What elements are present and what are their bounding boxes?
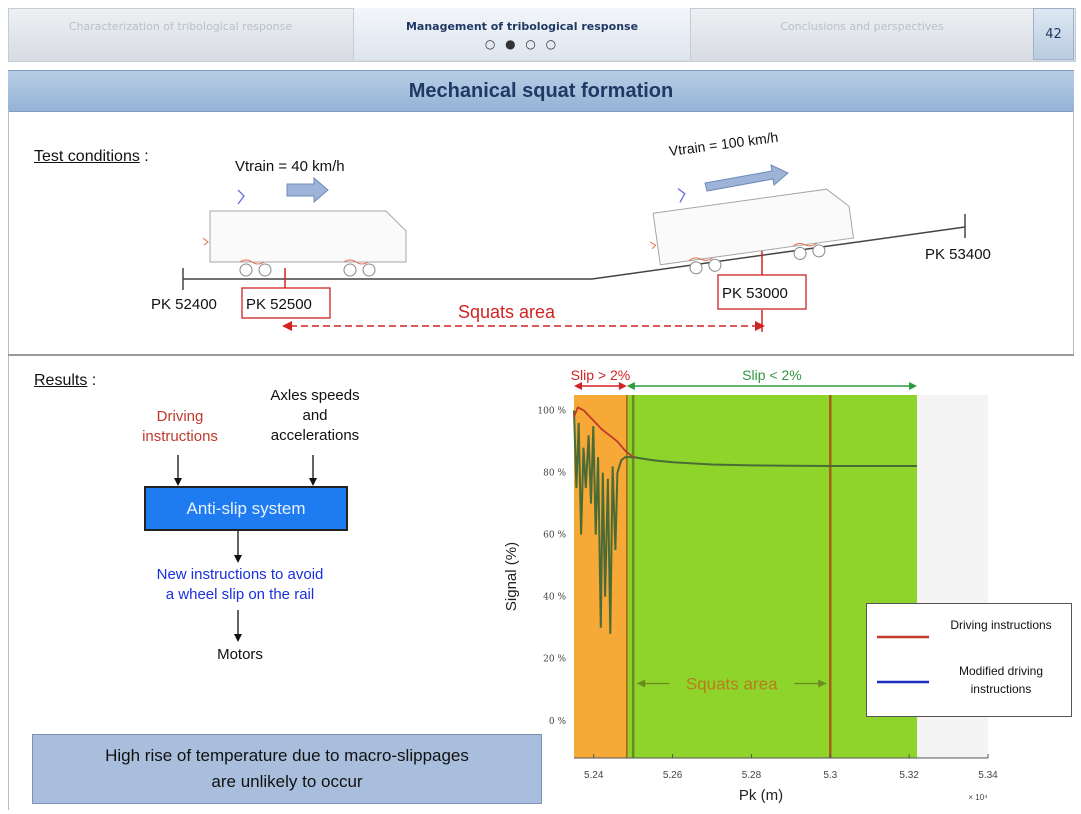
y-tick-label-5: 0 % [549, 717, 567, 727]
x-tick-label-0: 5.24 [584, 770, 604, 781]
legend-modified-label: Modified driving instructions [958, 664, 1044, 696]
pk52400-label: PK 52400 [151, 296, 217, 313]
section-divider [8, 354, 1074, 356]
x-tick-label-4: 5.32 [899, 770, 919, 781]
left-border [8, 110, 9, 810]
anti-slip-system-box: Anti-slip system [144, 486, 348, 531]
y-tick-label-4: 20 % [543, 655, 566, 665]
right-border [1073, 110, 1074, 355]
pk53000-label: PK 53000 [722, 285, 788, 302]
flow-arrows [174, 455, 317, 642]
speed-arrow-2 [704, 164, 789, 192]
squats-area-label: Squats area [458, 302, 556, 322]
squats-arrow-right [755, 321, 765, 331]
pk53400-label: PK 53400 [925, 246, 991, 263]
slip-low-label: Slip < 2% [742, 367, 802, 383]
squats-chart-label: Squats area [686, 675, 778, 694]
tab-management[interactable]: Management of tribological response ○ ● … [353, 8, 691, 60]
y-tick-label-3: 40 % [543, 593, 566, 603]
tab-characterization[interactable]: Characterization of tribological respons… [68, 20, 293, 33]
x-tick-label-2: 5.28 [742, 770, 762, 781]
pk53000-box [717, 274, 807, 310]
tab-conclusions[interactable]: Conclusions and perspectives [780, 20, 944, 33]
series-driving [573, 406, 634, 458]
chart-legend: Driving instructions Modified driving in… [866, 603, 1072, 717]
train-2 [649, 188, 855, 275]
x-tick-label-5: 5.34 [978, 770, 998, 781]
y-tick-label-2: 60 % [543, 531, 566, 541]
slip-low-arrowhead-l [626, 382, 635, 390]
slip-high-label: Slip > 2% [571, 367, 631, 383]
train-1 [202, 189, 407, 277]
signal-chart: 5.24 5.26 5.28 5.3 5.32 5.34 100 % 80 % 60 % 40 %… [503, 367, 998, 804]
train-speed-1: Vtrain = 40 km/h [235, 158, 345, 175]
x-tick-label-3: 5.3 [823, 770, 837, 781]
tab-management-label: Management of tribological response [405, 20, 639, 33]
conclusion-box: High rise of temperature due to macro-sl… [32, 734, 542, 804]
page-number: 42 [1033, 8, 1074, 60]
slide-title: Mechanical squat formation [8, 70, 1074, 112]
test-conditions-heading: Test conditions : [34, 148, 149, 165]
x-multiplier: × 10⁴ [968, 793, 988, 802]
slip-high-arrowhead-r [618, 382, 627, 390]
motors-label: Motors [217, 646, 263, 663]
y-tick-label-0: 100 % [537, 407, 566, 417]
slip-high-arrowhead-l [574, 382, 582, 390]
x-axis-label: Pk (m) [739, 787, 783, 804]
series-signal [573, 410, 917, 634]
y-axis-label: Signal (%) [503, 542, 520, 611]
test-diagram [182, 164, 966, 332]
track-slope [591, 226, 966, 280]
progress-dots: ○ ● ○ ○ [484, 37, 560, 51]
y-tick-label-1: 80 % [543, 469, 566, 479]
squats-chart-arrowhead-l [637, 679, 646, 688]
speed-arrow-1 [286, 176, 329, 204]
squats-chart-arrowhead-r [818, 679, 827, 688]
x-tick-label-1: 5.26 [663, 770, 683, 781]
pk52500-label: PK 52500 [246, 296, 312, 313]
slip-low-arrowhead-r [909, 382, 918, 390]
pk52500-box [241, 287, 331, 319]
legend-driving-label: Driving instructions [950, 618, 1052, 632]
results-heading: Results : [34, 372, 97, 389]
squats-arrow-left [282, 321, 292, 331]
